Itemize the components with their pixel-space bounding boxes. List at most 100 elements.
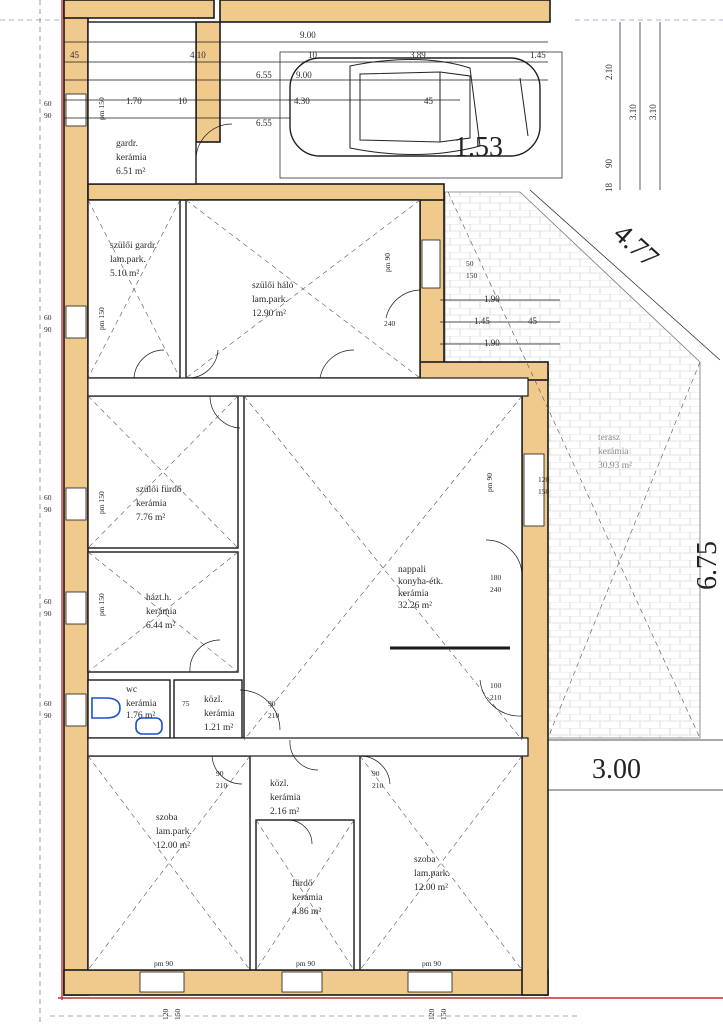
room-parents-bathroom-floor: kerámia — [136, 499, 167, 509]
label-w210-4: 210 — [372, 781, 384, 790]
room-parents-bedroom: szülői háló lam.park. 12.90 m² — [252, 281, 294, 319]
door-swings — [133, 123, 523, 845]
room-left-bedroom-area: 12.00 m² — [156, 841, 190, 851]
dim-v-90: 90 — [604, 159, 614, 169]
dim-v-310a: 3.10 — [628, 104, 638, 120]
label-w120-2: 120 — [161, 1009, 170, 1021]
room-bathroom-floor: kerámia — [292, 893, 323, 903]
room-terrace-area: 30.93 m² — [598, 461, 632, 471]
room-bathroom-area: 4.86 m² — [292, 907, 321, 917]
label-pm150-1: pm 150 — [97, 97, 106, 120]
room-living-name-2: konyha-étk. — [398, 577, 443, 587]
label-w90-4: 90 — [44, 609, 52, 618]
label-pm90-1: pm 90 — [383, 253, 392, 272]
room-corridor-2-floor: kerámia — [270, 793, 301, 803]
label-w60-5: 60 — [44, 699, 52, 708]
room-utility: házt.h. kerámia 6.44 m² — [146, 593, 177, 631]
dim-900b: 9.00 — [296, 70, 312, 80]
label-pm150-2: pm 150 — [97, 307, 106, 330]
room-living-name: nappali — [398, 565, 426, 575]
room-left-bedroom-name: szoba — [156, 813, 178, 823]
label-w100: 100 — [490, 681, 502, 690]
room-corridor-2: közl. kerámia 2.16 m² — [270, 779, 301, 817]
dim-675: 6.75 — [692, 541, 723, 590]
label-pm90-5: pm 90 — [422, 959, 441, 968]
room-bathroom: fürdő kerámia 4.86 m² — [292, 878, 323, 917]
label-w150-1: 150 — [466, 271, 478, 280]
dimension-lines — [64, 22, 721, 361]
label-pm150-4: pm 150 — [97, 593, 106, 616]
room-parents-bathroom-area: 7.76 m² — [136, 513, 165, 523]
dim-t-190a: 1.90 — [484, 294, 500, 304]
dim-430: 4.30 — [294, 96, 310, 106]
room-living: nappali konyha-étk. kerámia 32.26 m² — [398, 565, 443, 611]
label-w90-7: 90 — [216, 769, 224, 778]
room-terrace: terasz kerámia 30.93 m² — [598, 433, 632, 471]
dim-v-310b: 3.10 — [648, 104, 658, 120]
room-garage-floor: kerámia — [116, 153, 147, 163]
dim-v-210: 2.10 — [604, 64, 614, 80]
room-bathroom-name: fürdő — [292, 878, 313, 889]
label-w240-2: 240 — [490, 585, 502, 594]
room-wc: wc kerámia 1.76 m² — [126, 685, 157, 721]
label-pm90-4: pm 90 — [296, 959, 315, 968]
room-utility-floor: kerámia — [146, 607, 177, 617]
label-w150-3: 150 — [173, 1009, 182, 1021]
room-right-bedroom-name: szoba — [414, 855, 436, 865]
room-right-bedroom: szoba lam.park. 12.00 m² — [414, 855, 450, 893]
interior-walls — [87, 21, 529, 971]
dim-10b: 10 — [178, 96, 188, 106]
room-corridor-1-area: 1.21 m² — [204, 723, 233, 733]
room-corridor-1-floor: kerámia — [204, 709, 235, 719]
room-corridor-1: közl. kerámia 1.21 m² — [204, 695, 235, 733]
room-parents-wardrobe-floor: lam.park. — [110, 255, 146, 265]
dim-170: 1.70 — [126, 96, 142, 106]
dim-45b: 45 — [424, 96, 434, 106]
room-living-floor: kerámia — [398, 589, 429, 599]
dim-top-total: 9.00 — [300, 30, 316, 40]
room-garage-area: 6.51 m² — [116, 167, 145, 177]
room-terrace-floor: kerámia — [598, 447, 629, 457]
label-w90-6: 90 — [268, 699, 276, 708]
room-left-bedroom: szoba lam.park. 12.00 m² — [156, 813, 192, 851]
room-parents-bathroom-name: szülői fürdő — [136, 484, 182, 495]
room-diagonals — [87, 191, 701, 971]
room-left-bedroom-floor: lam.park. — [156, 827, 192, 837]
room-parents-wardrobe: szülői gardr. lam.park. 5.10 m² — [110, 241, 157, 279]
label-pm90-3: pm 90 — [154, 959, 173, 968]
room-living-area: 32.26 m² — [398, 601, 432, 611]
dim-410: 4.10 — [190, 50, 206, 60]
label-w90-2: 90 — [44, 325, 52, 334]
room-corridor-2-area: 2.16 m² — [270, 807, 299, 817]
label-w180: 180 — [490, 573, 502, 582]
room-right-bedroom-area: 12.00 m² — [414, 883, 448, 893]
label-w90-1: 90 — [44, 111, 52, 120]
dim-389: 3.89 — [410, 50, 426, 60]
room-parents-bathroom: szülői fürdő kerámia 7.76 m² — [136, 484, 182, 523]
room-parents-wardrobe-name: szülői gardr. — [110, 241, 157, 251]
room-utility-name: házt.h. — [146, 593, 171, 603]
label-w240-1: 240 — [384, 319, 396, 328]
dim-v-18: 18 — [604, 183, 614, 193]
label-w60-2: 60 — [44, 313, 52, 322]
label-w210-2: 210 — [268, 711, 280, 720]
dim-145: 1.45 — [530, 50, 546, 60]
room-right-bedroom-floor: lam.park. — [414, 869, 450, 879]
label-w120-1: 120 — [538, 475, 550, 484]
dim-t-190b: 1.90 — [484, 338, 500, 348]
label-pm90-2: pm 90 — [485, 473, 494, 492]
dim-477: 4.77 — [607, 218, 664, 274]
room-wc-name: wc — [126, 685, 137, 695]
dim-655b: 6.55 — [256, 118, 272, 128]
label-w75: 75 — [182, 699, 190, 708]
room-wc-floor: kerámia — [126, 699, 157, 709]
label-w120-3: 120 — [427, 1009, 436, 1021]
room-corridor-1-name: közl. — [204, 695, 223, 705]
dim-655a: 6.55 — [256, 70, 272, 80]
label-w90-5: 90 — [44, 711, 52, 720]
label-w210-1: 210 — [490, 693, 502, 702]
dim-t-45: 45 — [528, 316, 538, 326]
